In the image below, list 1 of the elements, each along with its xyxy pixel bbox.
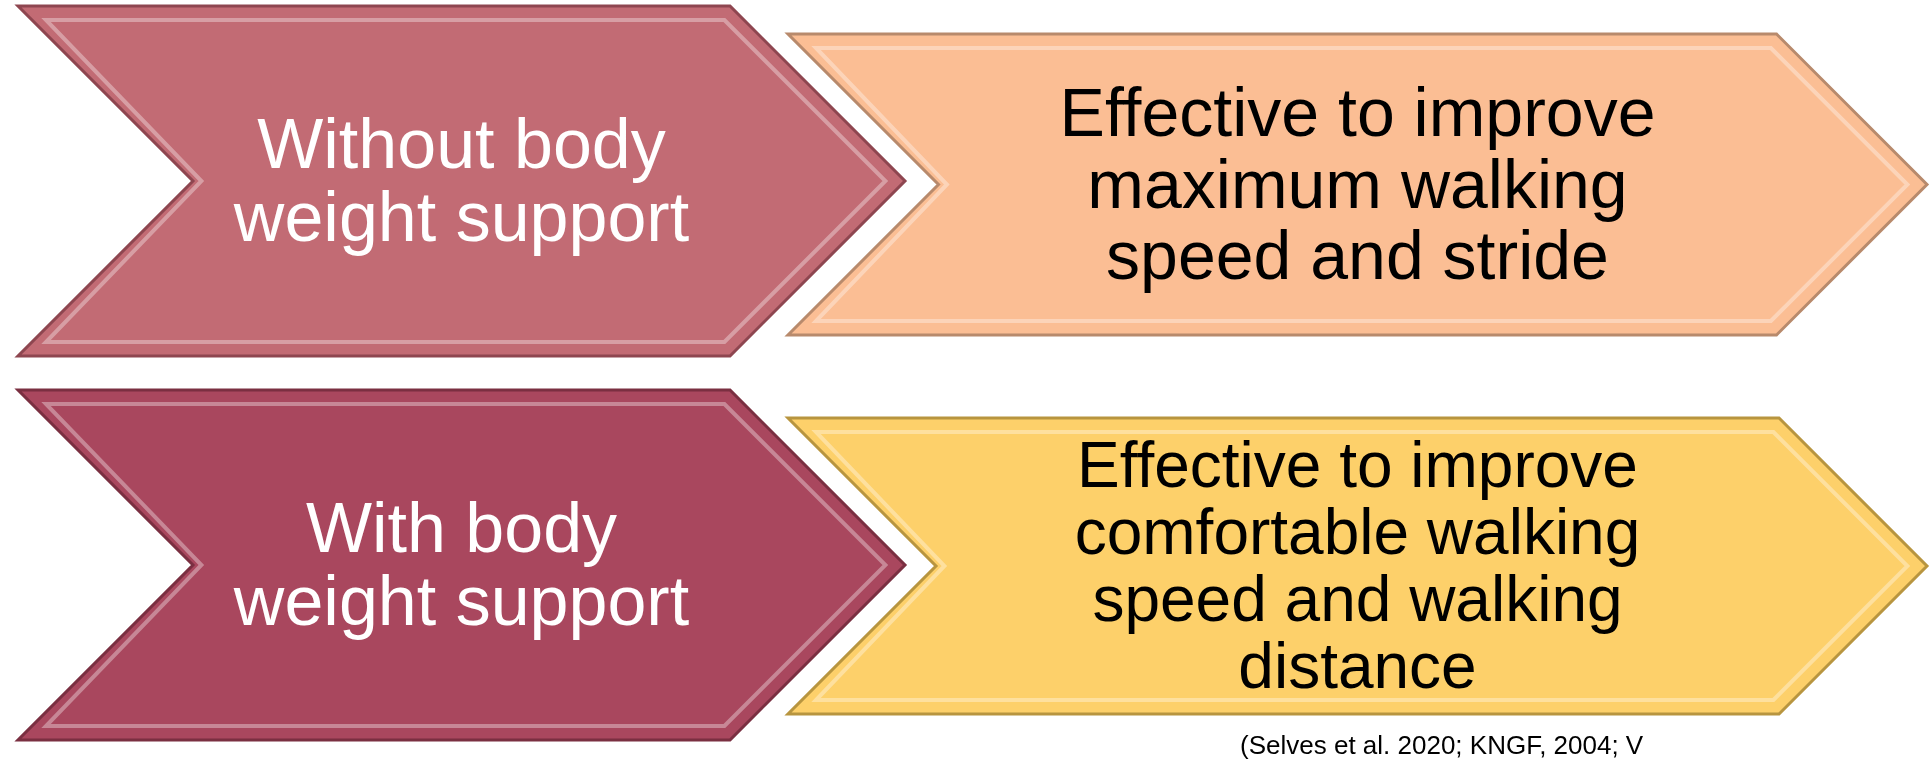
citation-text: (Selves et al. 2020; KNGF, 2004; V <box>1240 730 1644 761</box>
